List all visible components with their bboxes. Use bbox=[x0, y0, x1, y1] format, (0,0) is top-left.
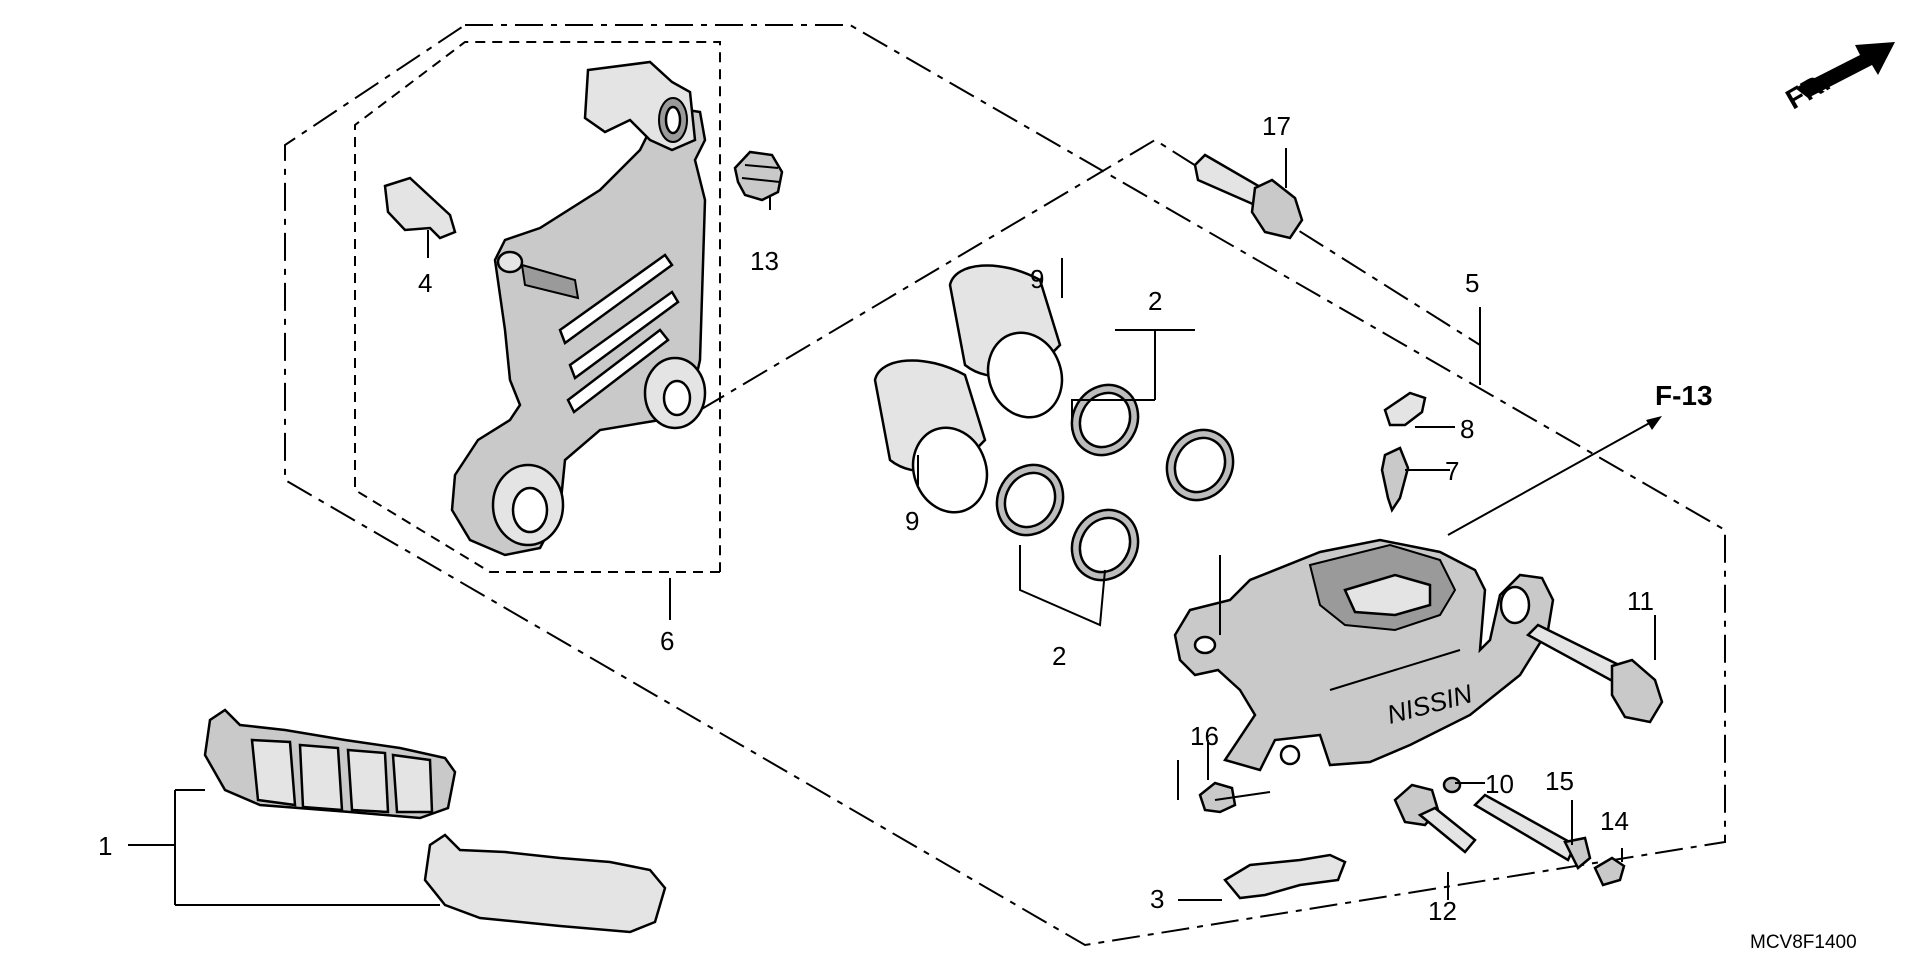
washer-10 bbox=[1442, 776, 1462, 794]
pad-pin-15 bbox=[1472, 793, 1592, 870]
callout-5: 5 bbox=[1465, 268, 1479, 298]
callout-15: 15 bbox=[1545, 766, 1574, 796]
piston-upper bbox=[948, 264, 1064, 419]
callout-12: 12 bbox=[1428, 896, 1457, 926]
caliper-pin-bolt-17 bbox=[1193, 153, 1304, 240]
bracket-subassembly-boundary bbox=[354, 41, 721, 573]
callout-17: 17 bbox=[1262, 111, 1291, 141]
callout-6: 6 bbox=[660, 626, 674, 656]
pad-spring-3 bbox=[1223, 853, 1347, 900]
caliper-assembly-boundary bbox=[284, 24, 1726, 947]
front-direction-indicator: FR. bbox=[1781, 42, 1895, 115]
piston-lower bbox=[873, 359, 989, 514]
callout-16: 16 bbox=[1190, 721, 1219, 751]
pad-spring-clip bbox=[383, 176, 457, 240]
callout-2-lower: 2 bbox=[1052, 641, 1066, 671]
callout-13: 13 bbox=[750, 246, 779, 276]
section-reference-label[interactable]: F-13 bbox=[1655, 380, 1713, 411]
caliper-body bbox=[1173, 538, 1555, 772]
callout-11: 11 bbox=[1627, 586, 1654, 616]
callout-4: 4 bbox=[418, 268, 432, 298]
brake-pad-upper bbox=[203, 708, 457, 820]
leader-lines bbox=[128, 148, 1656, 906]
piston-seals bbox=[995, 383, 1235, 582]
mounting-bolt-12 bbox=[1393, 783, 1477, 854]
pad-pin-11 bbox=[1525, 623, 1664, 724]
callout-3: 3 bbox=[1150, 884, 1164, 914]
bleeder-cap-14 bbox=[1593, 856, 1626, 887]
callout-9-lower: 9 bbox=[905, 506, 919, 536]
brake-pad-lower bbox=[423, 833, 667, 934]
bleeder-screw bbox=[1380, 446, 1410, 513]
callout-9-upper: 9 bbox=[1030, 264, 1044, 294]
callout-8: 8 bbox=[1460, 414, 1474, 444]
diagram-code: MCV8F1400 bbox=[1750, 932, 1857, 953]
callout-10: 10 bbox=[1485, 769, 1514, 799]
caliper-bracket bbox=[450, 60, 707, 557]
callout-14: 14 bbox=[1600, 806, 1629, 836]
callout-7: 7 bbox=[1445, 456, 1459, 486]
piston-group-boundary bbox=[699, 138, 1481, 411]
callout-1: 1 bbox=[98, 831, 112, 861]
pin-plug-16 bbox=[1198, 781, 1237, 814]
rubber-boot bbox=[733, 150, 784, 202]
front-arrow-icon bbox=[1795, 42, 1895, 98]
callout-2-upper: 2 bbox=[1148, 286, 1162, 316]
reference-arrowhead bbox=[1646, 416, 1662, 430]
bleeder-cap bbox=[1383, 391, 1427, 427]
